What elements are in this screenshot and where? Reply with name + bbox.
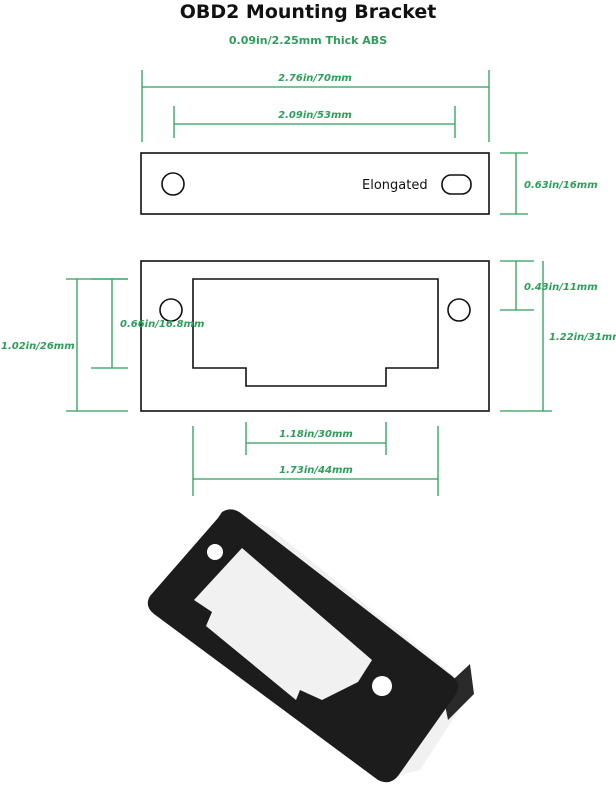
left-mount-hole	[159, 298, 183, 322]
render-large-hole	[372, 676, 392, 696]
material-subtitle: 0.09in/2.25mm Thick ABS	[229, 34, 387, 47]
bracket-plate	[147, 509, 459, 783]
top-view: 2.76in/70mm 2.09in/53mm 0.63in/16mm Elon…	[140, 70, 598, 215]
bracket-flange	[442, 664, 474, 720]
cutout-width-label: 1.73in/44mm	[279, 465, 353, 476]
top-offset-label: 0.43in/11mm	[524, 282, 598, 293]
overall-width-label: 2.76in/70mm	[278, 73, 352, 84]
round-hole	[161, 172, 185, 196]
render-small-hole	[207, 544, 223, 560]
elongated-hole	[441, 174, 472, 195]
hole-spacing-label: 2.09in/53mm	[278, 110, 352, 121]
obd2-cutout-outline	[192, 278, 439, 387]
front-dimension-lines	[66, 260, 552, 496]
page-title: OBD2 Mounting Bracket	[180, 1, 437, 23]
top-height-label: 0.63in/16mm	[524, 180, 598, 191]
cutout-height-label: 0.66in/16.8mm	[120, 319, 204, 330]
overall-width-dimension-lines	[141, 70, 528, 215]
notch-width-label: 1.18in/30mm	[279, 429, 353, 440]
elongated-note: Elongated	[362, 178, 428, 193]
front-view: 1.02in/26mm 0.66in/16.8mm 0.43in/11mm 1.…	[1, 260, 616, 496]
outer-height-label: 1.02in/26mm	[1, 341, 75, 352]
front-plate-outline	[140, 260, 490, 412]
bracket-render	[147, 509, 474, 783]
total-height-label: 1.22in/31mm	[549, 332, 616, 343]
right-mount-hole	[447, 298, 471, 322]
top-plate-outline	[140, 152, 490, 215]
